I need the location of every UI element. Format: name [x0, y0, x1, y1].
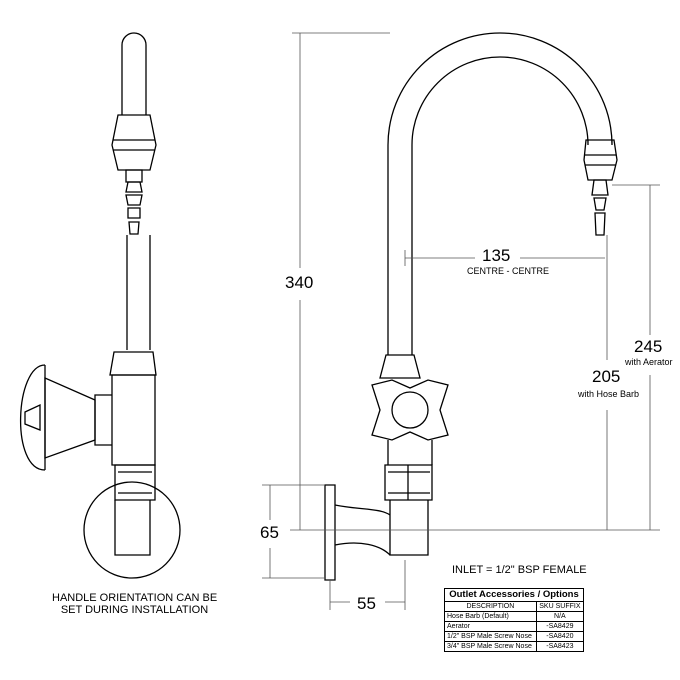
- table-row: 1/2" BSP Male Screw Nose-SA8420: [444, 631, 585, 642]
- handle-note-line2: SET DURING INSTALLATION: [60, 604, 209, 616]
- inlet-note: INLET = 1/2" BSP FEMALE: [452, 564, 587, 576]
- hose-barb-height-label: with Hose Barb: [578, 389, 640, 399]
- handle-note-line1: HANDLE ORIENTATION CAN BE: [52, 592, 218, 604]
- front-view-faucet: [324, 32, 618, 581]
- outlet-accessories-table: Outlet Accessories / Options DESCRIPTION…: [444, 588, 585, 652]
- hose-barb-height-value: 205: [592, 367, 621, 386]
- table-cell: -SA8423: [535, 641, 585, 652]
- aerator-height-value: 245: [634, 337, 663, 356]
- table-cell: 1/2" BSP Male Screw Nose: [444, 631, 537, 642]
- table-cell: 3/4" BSP Male Screw Nose: [444, 641, 537, 652]
- table-row: Aerator-SA8429: [444, 621, 585, 632]
- table-cell: Hose Barb (Default): [444, 611, 537, 622]
- table-header: DESCRIPTION: [444, 601, 537, 612]
- side-view-faucet: [19, 32, 181, 579]
- dimension-lines: [262, 32, 660, 610]
- table-cell: -SA8420: [535, 631, 585, 642]
- table-title: Outlet Accessories / Options: [444, 588, 584, 602]
- handle-note: HANDLE ORIENTATION CAN BE SET DURING INS…: [52, 592, 217, 616]
- overall-height-value: 340: [285, 273, 314, 292]
- table-row: 3/4" BSP Male Screw Nose-SA8423: [444, 641, 585, 652]
- table-row: Hose Barb (Default)N/A: [444, 611, 585, 622]
- table-cell: N/A: [535, 611, 585, 622]
- projection-value: 55: [357, 594, 376, 613]
- centre-label: CENTRE - CENTRE: [467, 266, 550, 276]
- table-cell: -SA8429: [535, 621, 585, 632]
- flange-height-value: 65: [260, 523, 279, 542]
- aerator-height-label: with Aerator: [625, 357, 673, 367]
- table-header: SKU SUFFIX: [535, 601, 585, 612]
- table-cell: Aerator: [444, 621, 537, 632]
- centre-value: 135: [482, 246, 511, 265]
